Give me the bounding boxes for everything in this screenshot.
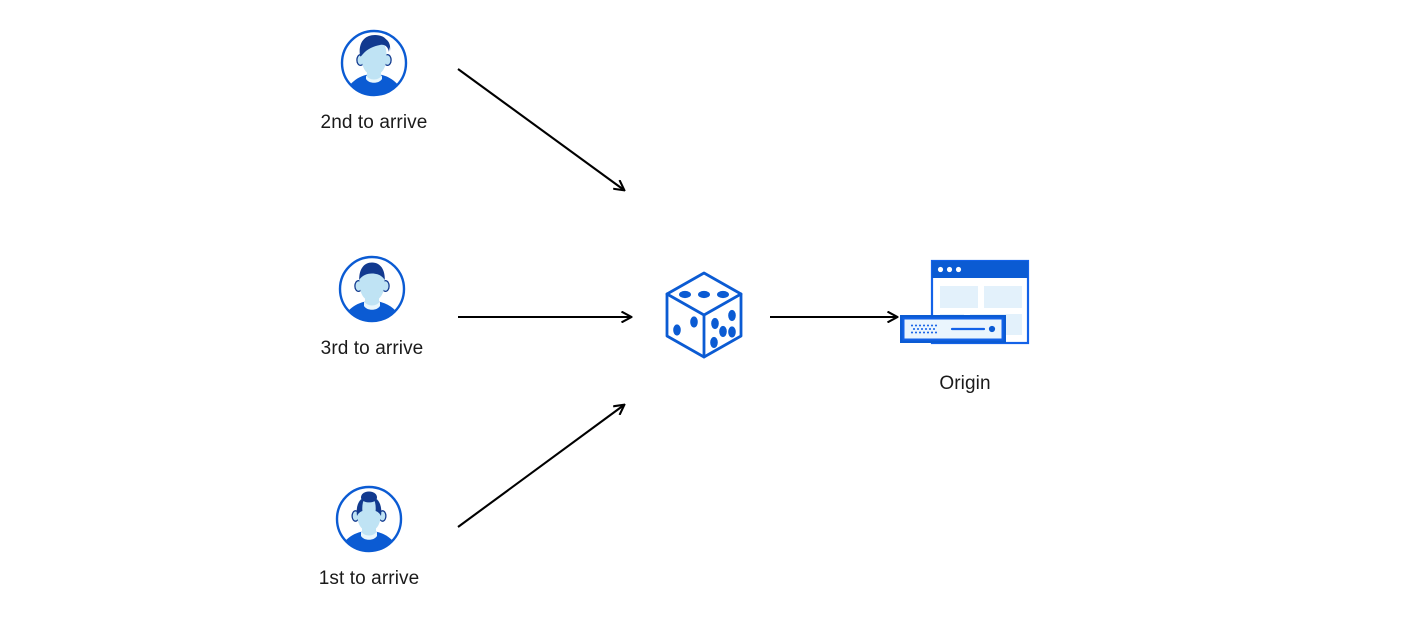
node-label-client-1st: 1st to arrive — [318, 568, 420, 589]
user-avatar-icon — [337, 254, 407, 324]
server-device-icon — [900, 315, 1006, 343]
user-avatar-icon — [339, 28, 409, 98]
node-label-origin: Origin — [939, 373, 991, 394]
node-randomizer-dice[interactable] — [662, 268, 746, 362]
arrow-2nd-to-dice — [457, 68, 624, 190]
node-client-3rd[interactable]: 3rd to arrive — [302, 254, 442, 360]
dice-icon — [662, 268, 746, 362]
node-label-client-2nd: 2nd to arrive — [320, 112, 428, 133]
node-client-1st[interactable]: 1st to arrive — [299, 484, 439, 590]
user-avatar-icon — [334, 484, 404, 554]
arrow-1st-to-dice — [457, 405, 624, 528]
node-origin[interactable]: Origin — [894, 255, 1036, 395]
origin-server-icon — [894, 255, 1036, 359]
node-label-client-3rd: 3rd to arrive — [320, 338, 424, 359]
node-client-2nd[interactable]: 2nd to arrive — [304, 28, 444, 134]
